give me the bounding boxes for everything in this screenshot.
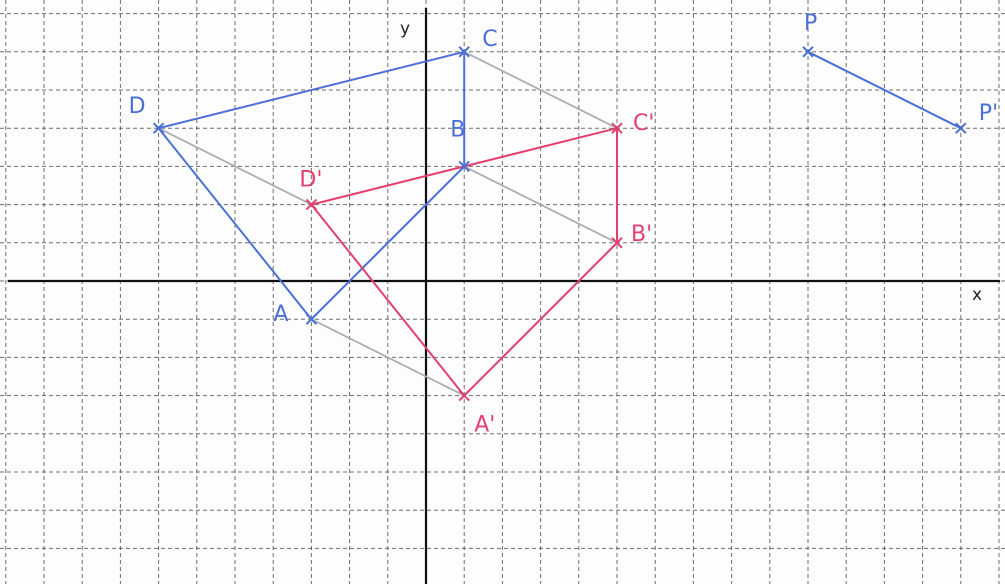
point-label-a: A (273, 302, 288, 327)
connector-a-to-a-prime (310, 318, 465, 397)
original-shape-edge-da (157, 127, 313, 321)
point-mark-d (152, 122, 165, 134)
connector-c-to-c-prime (463, 50, 618, 130)
point-marks: A B C D A' B' C' D' P P' (129, 11, 999, 438)
point-mark-p-prime (955, 122, 967, 134)
point-label-b-prime: B' (631, 222, 652, 247)
image-shape-edge-d-primea-prime (310, 203, 466, 397)
point-label-c: C (482, 27, 497, 52)
point-label-p: P (804, 11, 817, 36)
point-mark-d-prime (305, 198, 318, 211)
point-mark-a (305, 313, 318, 325)
connector-b-to-b-prime (463, 165, 618, 244)
point-cross-stroke (152, 122, 165, 134)
point-cross-stroke (955, 122, 967, 134)
point-cross-stroke (802, 46, 814, 58)
point-label-p-prime: P' (979, 101, 998, 126)
point-mark-a-prime (458, 389, 470, 402)
point-cross-stroke (611, 122, 623, 134)
x-axis-label: x (972, 285, 982, 305)
translation-connectors (158, 50, 618, 397)
translation-vector-line (807, 50, 962, 130)
point-label-b: B (450, 117, 465, 142)
point-cross-stroke (458, 389, 470, 402)
axes: x y (8, 8, 1000, 584)
shapes (157, 50, 962, 397)
point-label-d-prime: D' (299, 168, 322, 193)
point-label-c-prime: C' (633, 111, 654, 136)
point-cross-stroke (305, 198, 318, 211)
point-cross-stroke (458, 160, 470, 173)
point-mark-c (458, 46, 470, 58)
point-cross-stroke (458, 46, 470, 58)
original-shape-edge-cd (157, 50, 466, 130)
point-label-a-prime: A' (474, 413, 495, 438)
point-mark-b-prime (611, 237, 623, 249)
y-axis-label: y (400, 19, 410, 39)
point-mark-p (802, 46, 814, 58)
point-mark-c-prime (611, 122, 623, 134)
connector-d-to-d-prime (158, 127, 312, 206)
point-cross-stroke (611, 237, 623, 249)
original-shape-edge-ab (310, 165, 466, 321)
point-cross-stroke (305, 313, 318, 325)
image-shape-edge-a-primeb-prime (463, 241, 618, 397)
point-label-d: D (129, 94, 146, 119)
point-mark-b (458, 160, 470, 173)
